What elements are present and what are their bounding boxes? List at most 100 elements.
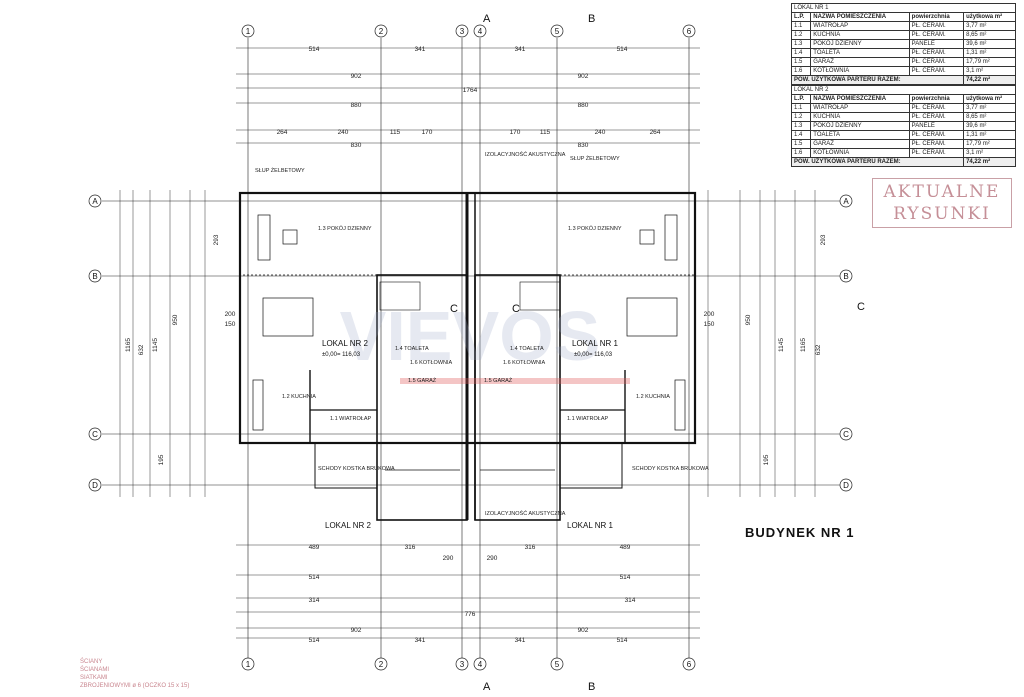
dim-top5-h: 264: [650, 129, 661, 136]
cell: PŁ. CERAM.: [908, 48, 965, 58]
unit-left-name-bottom: LOKAL NR 2: [325, 521, 371, 530]
stamp-line-2: RYSUNKI: [893, 204, 991, 224]
table1-sum-label: POW. UŻYTKOWA PARTERU RAZEM:: [790, 75, 965, 85]
cell: 1.6: [790, 148, 812, 158]
room-wiatrolap-right: 1.1 WIATROŁAP: [567, 416, 608, 422]
dim-bot3-b: 314: [625, 597, 636, 604]
grid-col-4: 4: [478, 27, 483, 36]
cell: 3,77 m²: [963, 21, 1016, 31]
cell: 1.1: [790, 103, 812, 113]
dim-top5-a: 264: [277, 129, 288, 136]
dim-bot1-d: 290: [487, 555, 498, 562]
cell: PANELE: [908, 121, 965, 131]
dim-side-b: 150: [225, 321, 236, 328]
dim-top5-e: 170: [510, 129, 521, 136]
cell: 8,65 m²: [963, 30, 1016, 40]
grid-col-5: 5: [555, 27, 560, 36]
cell: 3,77 m²: [963, 103, 1016, 113]
section-b-bottom: B: [588, 681, 595, 693]
cell: KUCHNIA: [810, 30, 910, 40]
room-schedule-table-1: LOKAL NR 1 L.P. NAZWA POMIESZCZENIA powi…: [790, 3, 1016, 85]
grid-row-c: C: [92, 430, 98, 439]
table1-title: LOKAL NR 1: [791, 3, 1016, 13]
cell: TOALETA: [810, 48, 910, 58]
dim-bot2-b: 514: [620, 574, 631, 581]
table1-header-area: użytkowa m²: [963, 12, 1016, 22]
label-slup-1: SŁUP ŻELBETOWY: [255, 167, 305, 174]
dim-top1-b: 341: [415, 46, 426, 53]
dim-side-c: 200: [704, 311, 715, 318]
unit-right-name-bottom: LOKAL NR 1: [567, 521, 613, 530]
cell: PŁ. CERAM.: [908, 112, 965, 122]
dim-top1-c: 341: [515, 46, 526, 53]
table1-header-name: NAZWA POMIESZCZENIA: [810, 12, 910, 22]
unit-right-name: LOKAL NR 1: [572, 339, 618, 348]
cell: 3,1 m²: [963, 148, 1016, 158]
dim-bot6-c: 341: [515, 637, 526, 644]
note-line-1: ŚCIANY: [80, 659, 103, 665]
cell: 1,31 m²: [963, 130, 1016, 140]
dim-top2-a: 902: [351, 73, 362, 80]
cell: PŁ. CERAM.: [908, 30, 965, 40]
grid-col-4-bottom: 4: [478, 660, 483, 669]
cell: 1.5: [790, 139, 812, 149]
dim-top5-f: 115: [540, 129, 551, 136]
dim-top5-c: 115: [390, 129, 401, 136]
note-line-2: ŚCIANAMI: [80, 667, 110, 673]
cell: GARAŻ: [810, 139, 910, 149]
table2-sum-value: 74,22 m²: [963, 157, 1016, 167]
dim-left-c: 195: [158, 454, 165, 465]
dim-bot1-f: 489: [620, 544, 631, 551]
section-a-bottom: A: [483, 681, 491, 693]
cell: KOTŁOWNIA: [810, 66, 910, 76]
cell: 39,6 m²: [963, 39, 1016, 49]
section-c-left: C: [450, 303, 458, 315]
cell: WIATROŁAP: [810, 103, 910, 113]
table2-header-area: użytkowa m²: [963, 94, 1016, 104]
dim-top5-d: 170: [422, 129, 433, 136]
room-kotlownia-right: 1.6 KOTŁOWNIA: [503, 360, 546, 366]
cell: PŁ. CERAM.: [908, 21, 965, 31]
dim-bot1-c: 290: [443, 555, 454, 562]
cell: PANELE: [908, 39, 965, 49]
table2-header-name: NAZWA POMIESZCZENIA: [810, 94, 910, 104]
dim-bot3-a: 314: [309, 597, 320, 604]
dim-bot6-a: 514: [309, 637, 320, 644]
grid-col-3: 3: [460, 27, 465, 36]
label-schody-right: SCHODY KOSTKA BRUKOWA: [632, 466, 709, 472]
room-garaz-right: 1.5 GARAŻ: [484, 377, 513, 384]
room-kuchnia-left: 1.2 KUCHNIA: [282, 394, 316, 400]
dim-bot4: 776: [465, 611, 476, 618]
cell: KOTŁOWNIA: [810, 148, 910, 158]
dim-top1-a: 514: [309, 46, 320, 53]
cell: 1.4: [790, 48, 812, 58]
room-wiatrolap-left: 1.1 WIATROŁAP: [330, 416, 371, 422]
cell: TOALETA: [810, 130, 910, 140]
note-line-3: SIATKAMI: [80, 675, 108, 681]
unit-left-name: LOKAL NR 2: [322, 339, 368, 348]
grid-row-b: B: [92, 272, 97, 281]
cell: KUCHNIA: [810, 112, 910, 122]
unit-right-level: ±0,00= 116,03: [574, 352, 613, 358]
grid-col-1: 1: [246, 27, 251, 36]
dim-bot6-d: 514: [617, 637, 628, 644]
dim-top4-b: 880: [578, 102, 589, 109]
dim-bot1-b: 316: [405, 544, 416, 551]
room-garaz-left: 1.5 GARAŻ: [408, 377, 437, 384]
table2-header-floor: powierzchnia: [908, 94, 965, 104]
dim-right-c: 195: [763, 454, 770, 465]
cell: POKÓJ DZIENNY: [810, 121, 910, 131]
table1-sum-value: 74,22 m²: [963, 75, 1016, 85]
dim-bot2-a: 514: [309, 574, 320, 581]
cell: 17,79 m²: [963, 139, 1016, 149]
cell: 1,31 m²: [963, 48, 1016, 58]
grid-row-b-right: B: [843, 272, 848, 281]
cell: PŁ. CERAM.: [908, 139, 965, 149]
